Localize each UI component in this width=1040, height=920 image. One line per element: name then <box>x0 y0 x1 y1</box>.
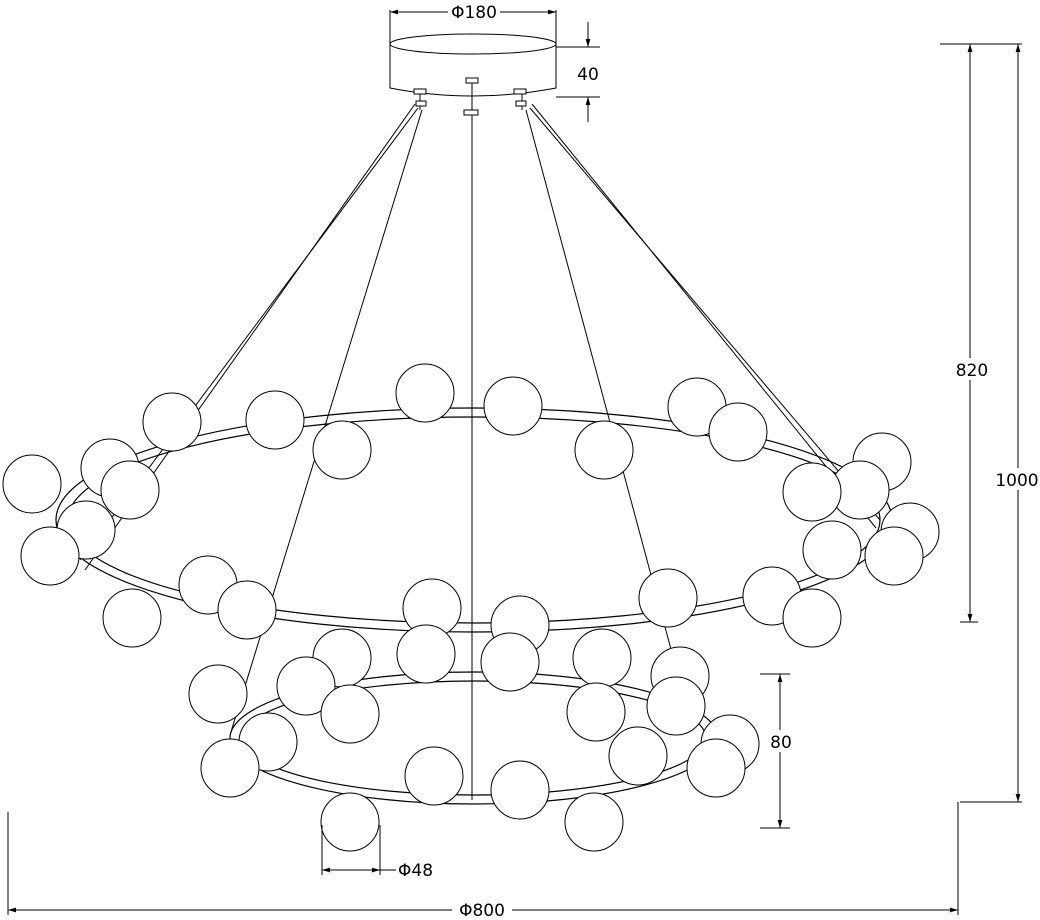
dim-upper-ring-drop: 820 <box>940 43 1022 623</box>
glass-globe <box>564 792 624 852</box>
glass-globe <box>320 792 380 852</box>
glass-globe <box>608 726 668 786</box>
glass-globe <box>188 664 248 724</box>
glass-globe <box>100 460 160 520</box>
glass-globe <box>20 526 80 586</box>
ball-diameter-label: Φ48 <box>398 861 433 881</box>
glass-globes <box>2 363 940 852</box>
glass-globe <box>483 376 543 436</box>
canopy-height-label: 40 <box>577 65 599 85</box>
glass-globe <box>782 462 842 522</box>
glass-globe <box>200 738 260 798</box>
dim-ring-gap: 80 <box>760 673 796 829</box>
ceiling-canopy <box>389 33 557 118</box>
glass-globe <box>404 746 464 806</box>
glass-globe <box>395 363 455 423</box>
glass-globe <box>2 454 62 514</box>
ring-gap-label: 80 <box>770 733 792 753</box>
canopy-diameter-label: Φ180 <box>451 3 497 23</box>
glass-globe <box>646 676 706 736</box>
glass-globe <box>572 628 632 688</box>
glass-globe <box>574 420 634 480</box>
glass-globe <box>396 624 456 684</box>
dim-total-height: 1000 <box>960 44 1040 803</box>
glass-globe <box>312 420 372 480</box>
glass-globe <box>480 632 540 692</box>
dim-canopy-height: 40 <box>556 22 600 122</box>
total-height-label: 1000 <box>995 471 1038 491</box>
glass-globe <box>490 760 550 820</box>
glass-globe <box>864 526 924 586</box>
glass-globe <box>142 392 202 452</box>
glass-globe <box>782 588 842 648</box>
glass-globe <box>638 568 698 628</box>
glass-globe <box>320 684 380 744</box>
glass-globe <box>802 520 862 580</box>
dim-canopy-diameter: Φ180 <box>389 2 557 44</box>
upper-ring-drop-label: 820 <box>956 361 988 381</box>
glass-globe <box>686 738 746 798</box>
overall-diameter-label: Φ800 <box>459 901 505 920</box>
glass-globe <box>102 588 162 648</box>
dim-overall-diameter: Φ800 <box>7 802 959 920</box>
glass-globe <box>276 656 336 716</box>
glass-globe <box>217 580 277 640</box>
glass-globe <box>566 682 626 742</box>
glass-globe <box>245 390 305 450</box>
suspension-cables <box>79 103 881 800</box>
dim-ball-diameter: Φ48 <box>321 825 433 881</box>
glass-globe <box>708 402 768 462</box>
